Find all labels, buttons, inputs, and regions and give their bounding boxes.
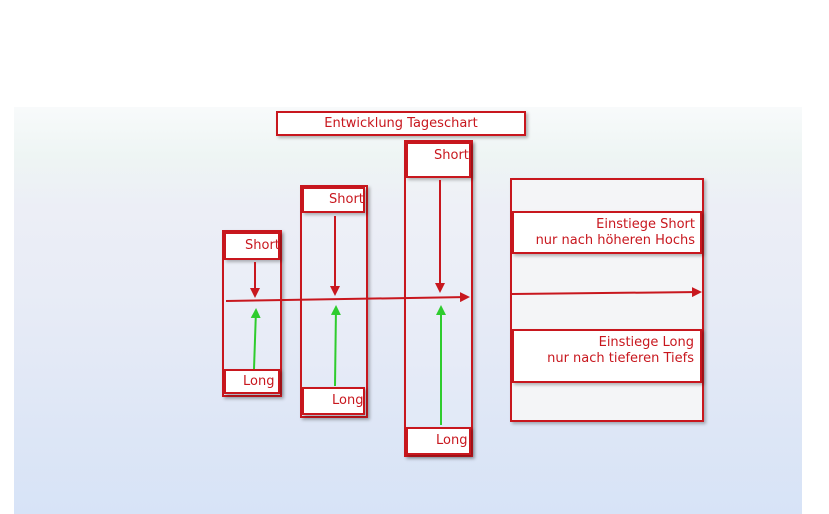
legend-long-box: Einstiege Long nur nach tieferen Tiefs — [512, 329, 702, 383]
legend-short-line-1: Einstiege Short — [596, 217, 695, 232]
column-1-short-label: Short — [224, 232, 280, 260]
column-3-frame — [404, 140, 473, 457]
legend-long-line-1: Einstiege Long — [598, 335, 694, 350]
diagram-title: Entwicklung Tageschart — [276, 111, 526, 136]
column-2-frame — [300, 185, 368, 418]
column-2-short-label: Short — [302, 187, 365, 213]
column-1-long-label: Long — [224, 369, 280, 394]
legend-short-line-2: nur nach höheren Hochs — [535, 233, 695, 248]
legend-short-box: Einstiege Short nur nach höheren Hochs — [512, 211, 702, 254]
column-2-long-label: Long — [302, 387, 365, 415]
column-3-long-label: Long — [406, 427, 471, 455]
column-3-short-label: Short — [406, 142, 471, 178]
legend-long-line-2: nur nach tieferen Tiefs — [547, 351, 694, 366]
